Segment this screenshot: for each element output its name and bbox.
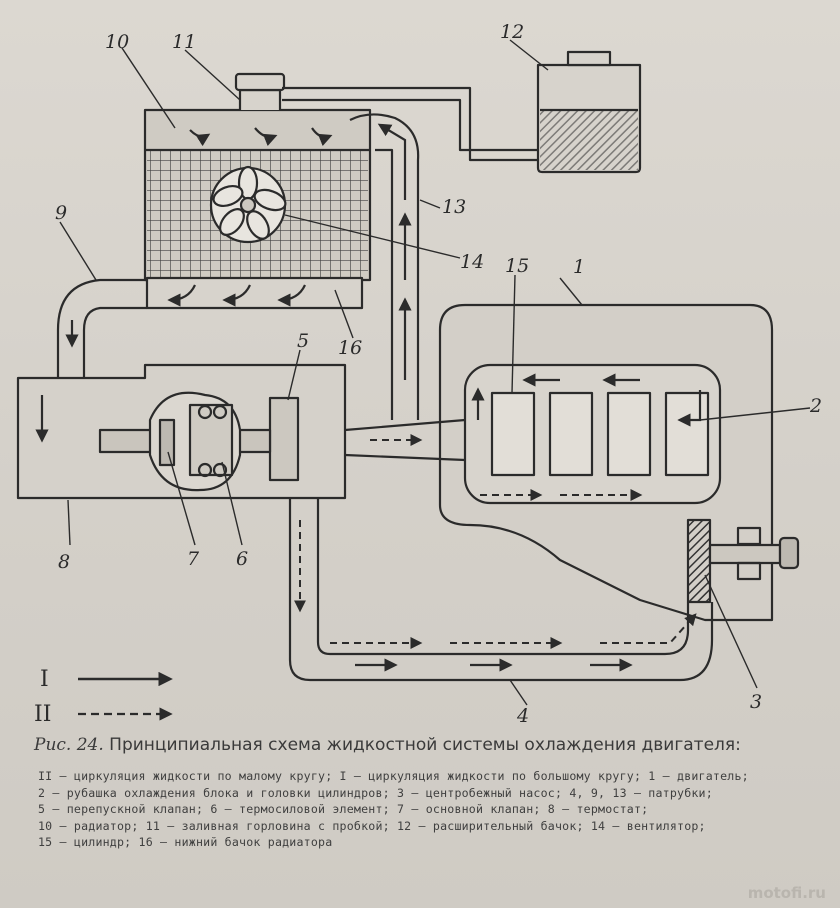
cylinder-2	[548, 391, 594, 477]
label-13: 13	[442, 196, 466, 218]
fan	[209, 165, 287, 244]
flow-arrows-solid	[35, 123, 702, 672]
label-5: 5	[297, 330, 309, 352]
label-1: 1	[573, 256, 585, 278]
hose-13	[349, 113, 420, 420]
label-10: 10	[105, 31, 129, 53]
label-7: 7	[187, 548, 200, 570]
figure-notes: II — циркуляция жидкости по малому кругу…	[38, 768, 828, 851]
expansion-tank	[536, 50, 642, 174]
note-line: II — циркуляция жидкости по малому кругу…	[38, 769, 749, 783]
water-pump	[686, 518, 800, 604]
label-8: 8	[58, 551, 70, 573]
cylinder-4	[664, 391, 710, 477]
watermark: motofi.ru	[747, 884, 826, 902]
cylinder-3	[606, 391, 652, 477]
cylinder-1	[490, 391, 536, 477]
label-2: 2	[809, 395, 822, 417]
leader-lines	[59, 39, 811, 706]
legend: I II	[34, 667, 173, 727]
label-16: 16	[338, 337, 362, 359]
figure-caption: Рис. 24. Принципиальная схема жидкостной…	[34, 735, 824, 755]
note-line: 2 — рубашка охлаждения блока и головки ц…	[38, 785, 713, 800]
label-12: 12	[500, 21, 524, 43]
label-15: 15	[505, 255, 529, 277]
flow-arrows-dashed	[294, 434, 697, 649]
filler-neck	[234, 72, 286, 110]
tank-hose	[282, 86, 538, 162]
hose-4	[288, 498, 714, 682]
label-3: 3	[750, 691, 762, 713]
label-4: 4	[516, 705, 529, 727]
label-6: 6	[236, 548, 248, 570]
figure-number: Рис. 24.	[34, 735, 104, 755]
note-line: 5 — перепускной клапан; 6 — термосиловой…	[38, 802, 649, 817]
note-line: 15 — цилиндр; 16 — нижний бачок радиатор…	[38, 835, 333, 850]
cooling-system-diagram: 10 11 12 13 14 16 9 15 1 2 5 7 6 8 4 3 I…	[16, 21, 822, 727]
label-9: 9	[55, 202, 67, 224]
label-14: 14	[460, 251, 484, 273]
thermostat	[16, 363, 347, 500]
legend-dashed-mark: II	[34, 702, 51, 727]
label-11: 11	[172, 31, 196, 53]
note-line: 10 — радиатор; 11 — заливная горловина с…	[38, 818, 706, 833]
bypass-pipe	[344, 418, 466, 462]
hose-9	[56, 278, 147, 378]
figure-title: Принципиальная схема жидкостной системы …	[109, 735, 741, 755]
number-labels: 10 11 12 13 14 16 9 15 1 2 5 7 6 8 4 3	[55, 21, 822, 727]
legend-solid-mark: I	[40, 667, 49, 692]
